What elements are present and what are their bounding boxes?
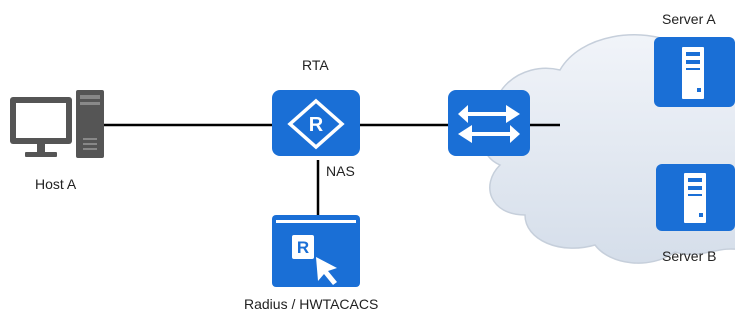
host-a-label: Host A [35, 176, 77, 192]
server-a-label: Server A [662, 11, 716, 27]
server-b-label: Server B [662, 248, 717, 264]
desktop-computer-icon[interactable] [10, 90, 104, 158]
server-icon[interactable] [654, 37, 735, 107]
links [104, 123, 560, 215]
aaa-server-icon[interactable]: R [272, 215, 360, 287]
nas-label: NAS [326, 163, 355, 179]
router-icon[interactable]: R [272, 90, 360, 156]
svg-text:R: R [297, 238, 309, 257]
rta-label: RTA [302, 57, 329, 73]
svg-text:R: R [309, 114, 324, 136]
server-icon[interactable] [656, 164, 735, 231]
switch-icon[interactable] [448, 90, 530, 156]
aaa-server-label: Radius / HWTACACS [244, 296, 379, 312]
